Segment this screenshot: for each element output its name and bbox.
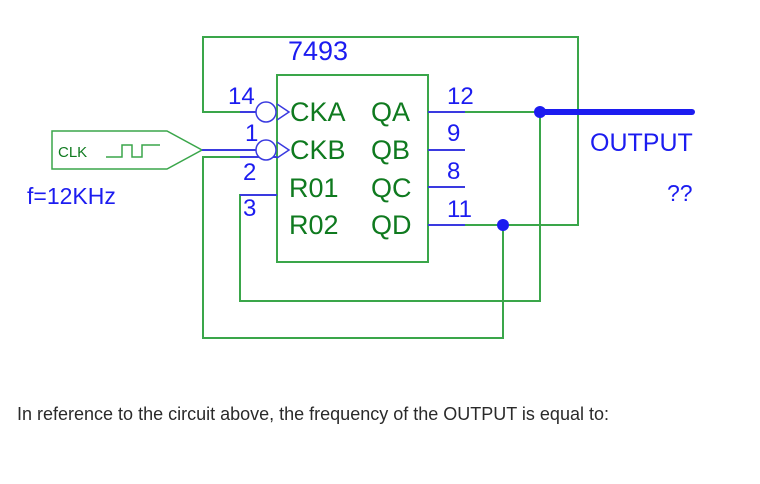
junction-qd [497,219,509,231]
pin-number-8: 8 [447,158,460,185]
pin-number-2: 2 [243,159,256,186]
pin-name-qa: QA [371,97,410,127]
chip-name: 7493 [288,36,348,66]
pin-number-12: 12 [447,83,474,110]
pin-name-qc: QC [371,173,412,203]
pin-name-ckb: CKB [290,135,346,165]
output-value: ?? [667,180,693,206]
ckb-clock-icon [276,141,291,159]
square-wave-icon [106,144,160,158]
pin-number-1: 1 [245,120,258,147]
pin-number-14: 14 [228,83,255,110]
pin-name-qb: QB [371,135,410,165]
pin-number-3: 3 [243,195,256,222]
pin-name-qd: QD [371,210,412,240]
chip-7493-body [276,74,429,263]
pin-name-r02: R02 [289,210,339,240]
pin-number-9: 9 [447,120,460,147]
ckb-inversion-bubble [255,139,277,161]
cka-inversion-bubble [255,101,277,123]
output-label: OUTPUT [590,129,693,157]
wire-qd-to-cka [202,36,579,226]
clock-label: CLK [58,144,87,161]
clock-source [51,130,204,170]
cka-clock-icon [276,103,291,121]
pin-number-11: 11 [447,196,472,223]
question-text: In reference to the circuit above, the f… [17,404,609,424]
pin-name-cka: CKA [290,97,346,127]
junction-qa [534,106,546,118]
pin-name-r01: R01 [289,173,339,203]
frequency-label: f=12KHz [27,183,116,209]
